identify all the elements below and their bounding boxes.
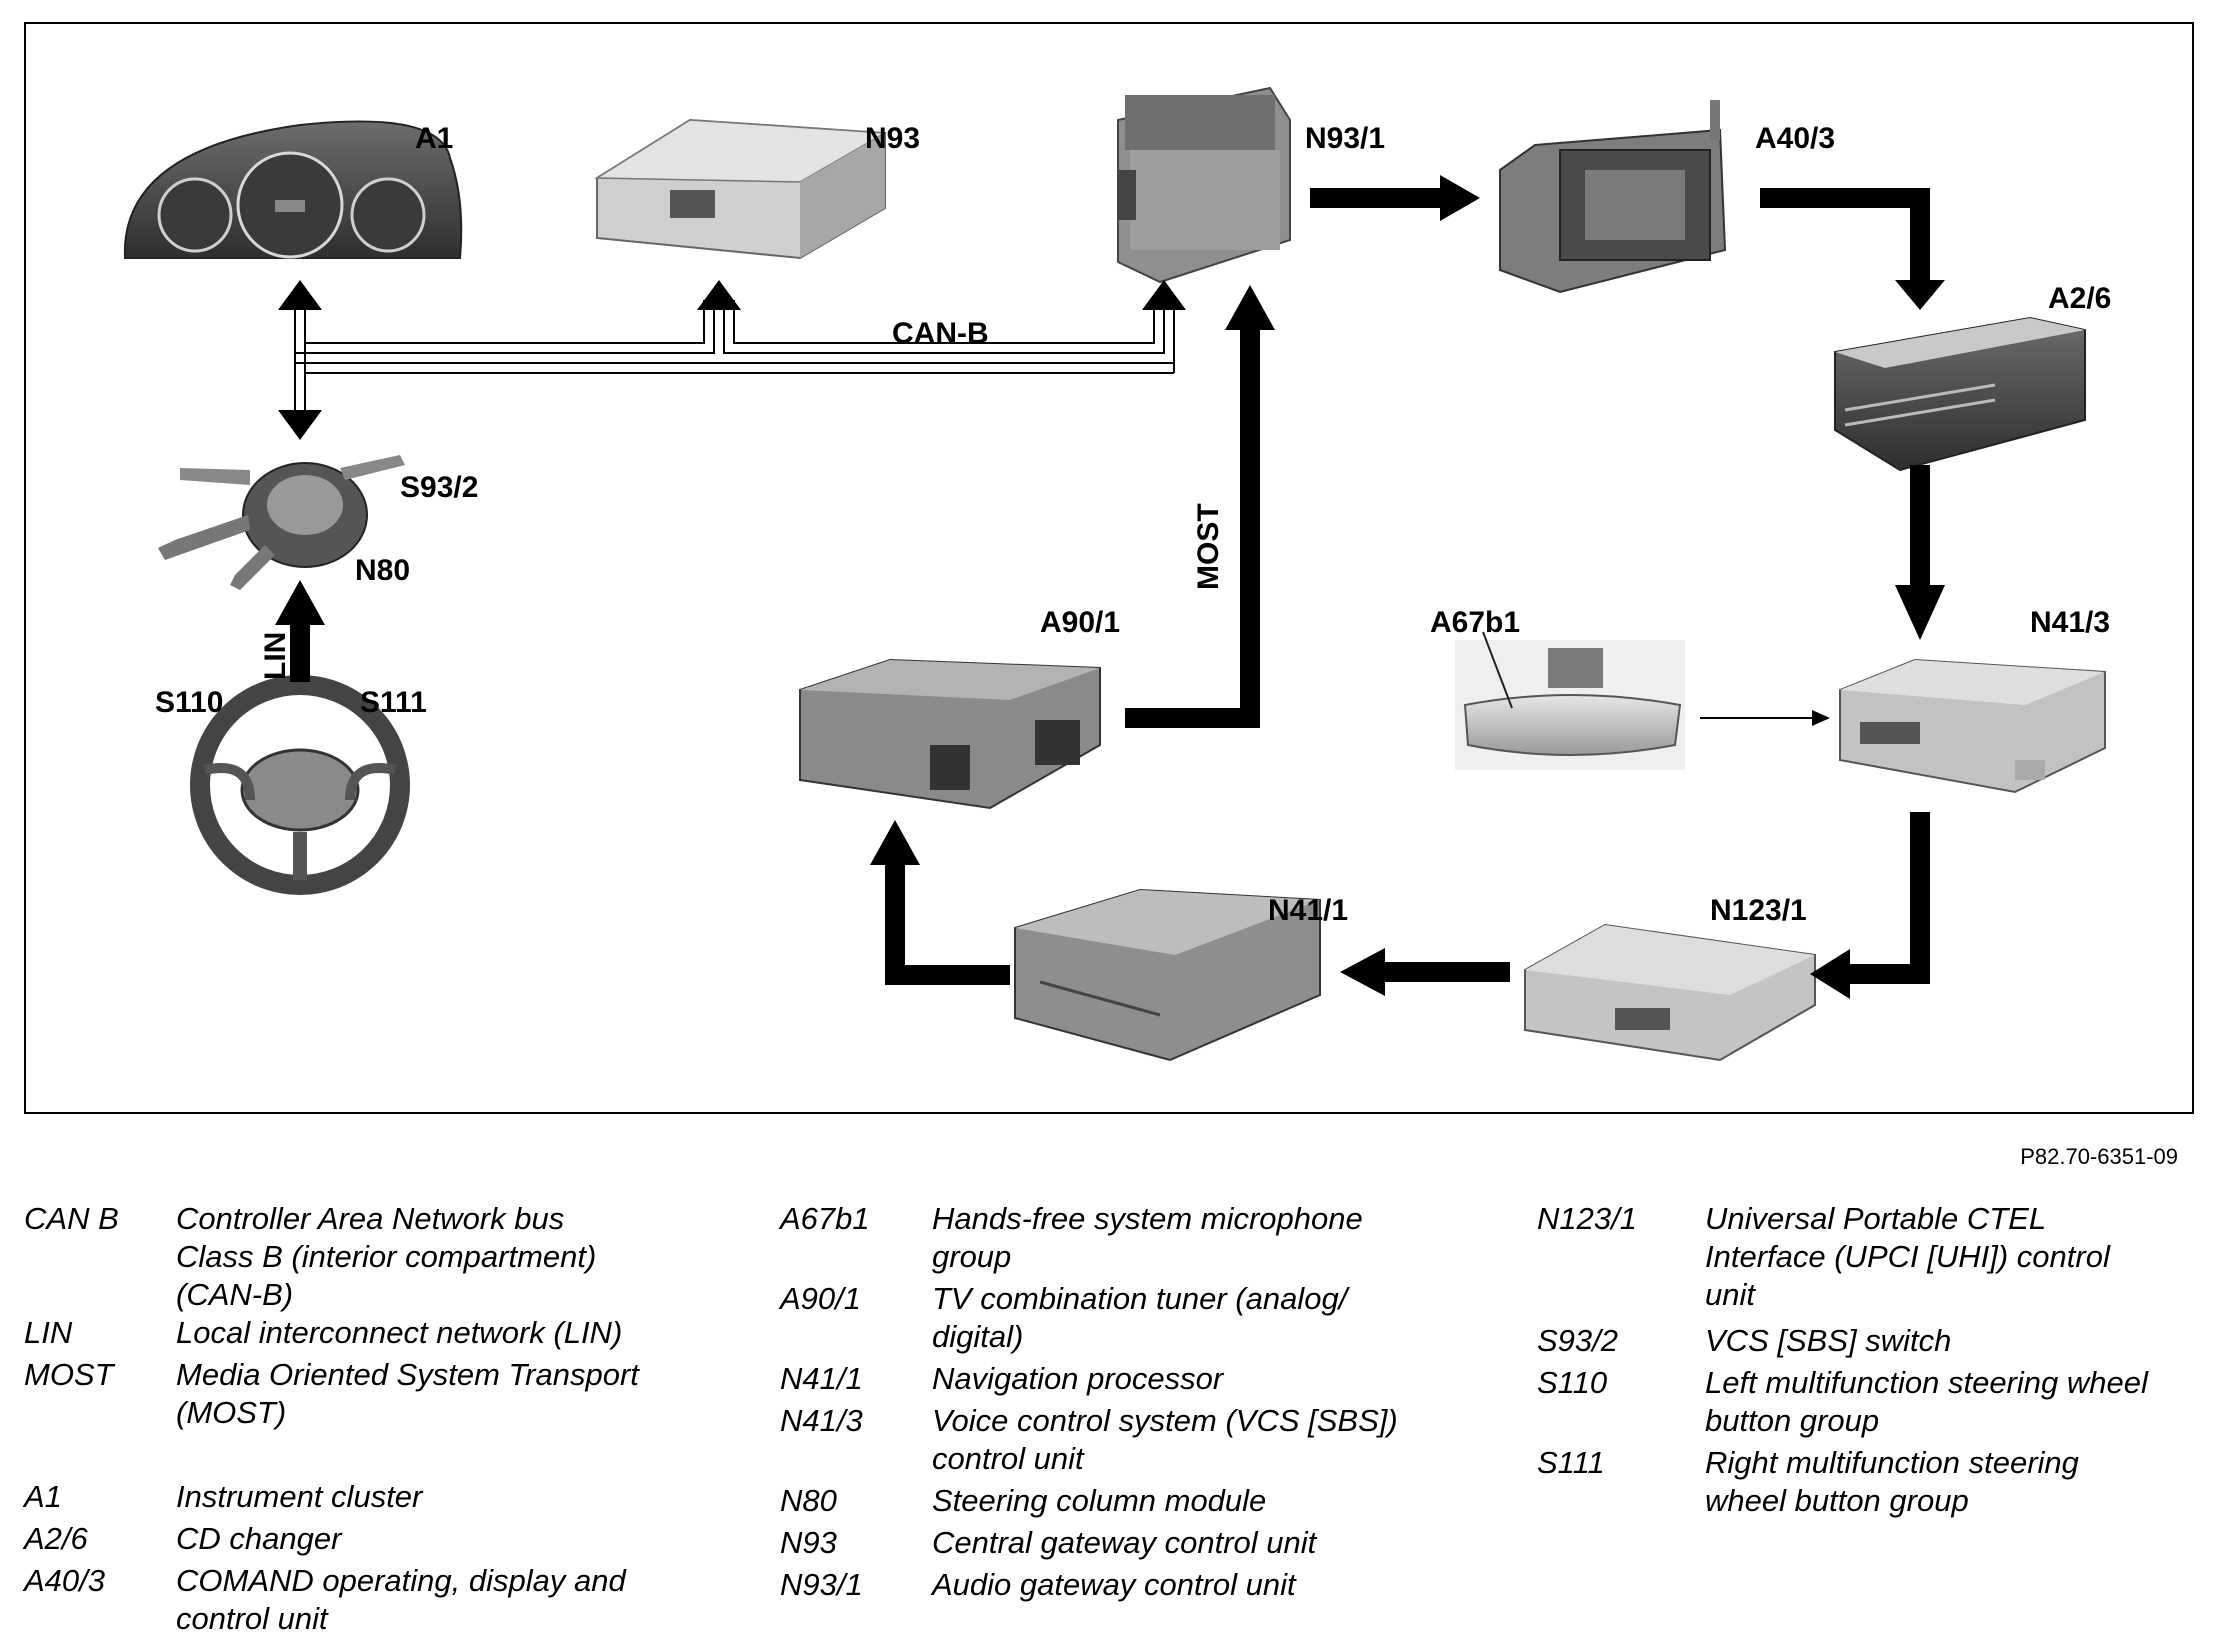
central-gateway-image (594, 118, 888, 260)
legend-item: N93 Central gateway control unit (780, 1524, 1480, 1566)
lin-arrow (275, 580, 325, 682)
label-s110: S110 (155, 686, 223, 719)
legend-description: Navigation processor (932, 1361, 1224, 1396)
legend-description: Left multifunction steering wheel button… (1705, 1365, 2148, 1438)
legend-description: CD changer (176, 1521, 342, 1556)
label-a2-6: A2/6 (2048, 282, 2111, 315)
legend-description: Audio gateway control unit (932, 1567, 1296, 1602)
label-n41-3: N41/3 (2030, 606, 2110, 639)
label-s111: S111 (360, 686, 427, 719)
legend-code: A2/6 (24, 1521, 88, 1556)
legend-code: A90/1 (780, 1281, 862, 1316)
legend-description: Right multifunction steering wheel butto… (1705, 1445, 2079, 1518)
legend-description: Voice control system (VCS [SBS]) control… (932, 1403, 1398, 1476)
legend-item: A2/6 CD changer (24, 1520, 744, 1562)
legend-code: N41/1 (780, 1361, 863, 1396)
legend-description: Universal Portable CTEL Interface (UPCI … (1705, 1201, 2110, 1312)
legend-description: Instrument cluster (176, 1479, 423, 1514)
most-ring-arrows (870, 175, 1945, 999)
steering-column-module-image (158, 455, 405, 590)
legend-code: S110 (1537, 1365, 1608, 1400)
label-lin: LIN (259, 632, 292, 680)
legend-code: N41/3 (780, 1403, 863, 1438)
legend-code: S93/2 (1537, 1323, 1619, 1358)
legend-item: A1 Instrument cluster (24, 1478, 744, 1520)
label-n80: N80 (355, 554, 410, 587)
label-a1: A1 (415, 122, 453, 155)
legend-item: N93/1 Audio gateway control unit (780, 1566, 1480, 1604)
label-n41-1: N41/1 (1268, 894, 1348, 927)
legend-item: A40/3 COMAND operating, display and cont… (24, 1562, 744, 1638)
tv-tuner-image (799, 658, 1101, 810)
label-n123-1: N123/1 (1710, 894, 1807, 927)
instrument-cluster-image (123, 120, 463, 259)
legend-description: Steering column module (932, 1483, 1267, 1518)
legend-item: S111 Right multifunction steering wheel … (1537, 1444, 2214, 1520)
legend-code: CAN B (24, 1201, 119, 1236)
audio-gateway-image (1117, 86, 1291, 284)
legend-description: Controller Area Network bus Class B (int… (176, 1201, 597, 1312)
legend-code: N93/1 (780, 1567, 863, 1602)
navigation-processor-image (1014, 888, 1321, 1062)
legend-description: Central gateway control unit (932, 1525, 1317, 1560)
can-b-bus (294, 300, 1175, 410)
legend-item: S110 Left multifunction steering wheel b… (1537, 1364, 2214, 1444)
steering-wheel-image (190, 675, 410, 895)
cd-changer-image (1834, 316, 2086, 472)
network-diagram: A1 N93 N93/1 A40/3 A2/6 S93/2 N80 S110 S… (123, 86, 2111, 1062)
label-a40-3: A40/3 (1755, 122, 1835, 155)
legend-item: MOST Media Oriented System Transport (MO… (24, 1356, 744, 1478)
legend-code: N123/1 (1537, 1201, 1637, 1236)
legend-item: LIN Local interconnect network (LIN) (24, 1314, 744, 1356)
legend-description: TV combination tuner (analog/ digital) (932, 1281, 1348, 1354)
legend-item: S93/2 VCS [SBS] switch (1537, 1322, 2214, 1364)
legend-item: A67b1 Hands-free system microphone group (780, 1200, 1480, 1280)
legend-code: A67b1 (780, 1201, 870, 1236)
legend-item: CAN B Controller Area Network bus Class … (24, 1200, 744, 1314)
upci-control-unit-image (1524, 923, 1816, 1062)
legend-description: COMAND operating, display and control un… (176, 1563, 626, 1636)
legend-item: N80 Steering column module (780, 1482, 1480, 1524)
label-n93: N93 (865, 122, 920, 155)
legend-column-3: N123/1 Universal Portable CTEL Interface… (1537, 1200, 2214, 1520)
legend-code: N80 (780, 1483, 837, 1518)
legend-code: A1 (24, 1479, 62, 1514)
legend-code: LIN (24, 1315, 73, 1350)
legend-item: N41/1 Navigation processor (780, 1360, 1480, 1402)
legend-description: Media Oriented System Transport (MOST) (176, 1357, 639, 1430)
legend-column-1: CAN B Controller Area Network bus Class … (24, 1200, 744, 1638)
legend-code: A40/3 (24, 1563, 106, 1598)
label-a90-1: A90/1 (1040, 606, 1120, 639)
comand-unit-image (1499, 100, 1727, 294)
legend-description: Local interconnect network (LIN) (176, 1315, 623, 1350)
component-labels: A1 N93 N93/1 A40/3 A2/6 S93/2 N80 S110 S… (155, 122, 2111, 927)
legend-item: A90/1 TV combination tuner (analog/ digi… (780, 1280, 1480, 1360)
legend-item: N41/3 Voice control system (VCS [SBS]) c… (780, 1402, 1480, 1482)
label-n93-1: N93/1 (1305, 122, 1385, 155)
legend-description: Hands-free system microphone group (932, 1201, 1363, 1274)
legend-column-2: A67b1 Hands-free system microphone group… (780, 1200, 1480, 1604)
label-a67b1: A67b1 (1430, 606, 1520, 639)
label-most: MOST (1192, 503, 1225, 590)
legend-code: S111 (1537, 1445, 1605, 1480)
legend-description: VCS [SBS] switch (1705, 1323, 1952, 1358)
label-s93-2: S93/2 (400, 471, 478, 504)
figure-reference: P82.70-6351-09 (2020, 1144, 2178, 1169)
legend-code: N93 (780, 1525, 837, 1560)
legend-item: N123/1 Universal Portable CTEL Interface… (1537, 1200, 2214, 1322)
hands-free-microphone-image (1455, 631, 1685, 770)
diagram-frame (24, 22, 2194, 1114)
can-b-arrowheads (278, 280, 1186, 440)
microphone-signal-arrow (1700, 710, 1830, 726)
voice-control-unit-image (1839, 658, 2106, 794)
legend-code: MOST (24, 1357, 114, 1392)
label-can-b: CAN-B (892, 317, 989, 350)
